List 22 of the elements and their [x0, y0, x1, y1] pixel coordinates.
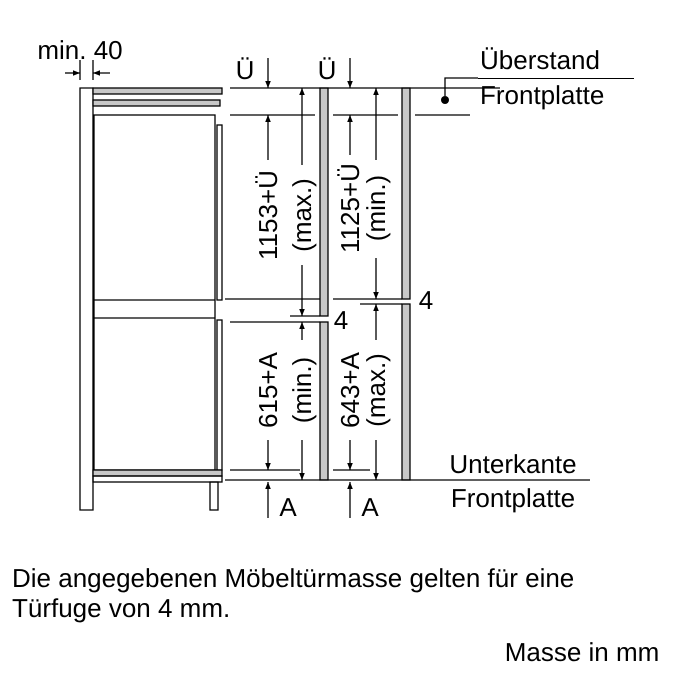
dimension-text: (min.): [362, 174, 390, 242]
dimension-text: 1153+Ü: [254, 170, 282, 260]
label-text: min. 40: [37, 36, 123, 64]
dimension-text: (max.): [288, 178, 316, 252]
label-text: A: [361, 493, 379, 521]
callout-text: Frontplatte: [479, 79, 606, 111]
label-text: A: [279, 493, 297, 521]
label-text: 4: [418, 286, 434, 314]
dimension-text: 1125+Ü: [336, 163, 364, 253]
dimension-text: 643+A: [336, 352, 364, 428]
label-text: Ü: [318, 56, 336, 84]
label-text: Unterkante: [449, 450, 577, 478]
callout-text: Überstand: [478, 44, 634, 79]
dimension-text: (max.): [362, 353, 390, 427]
label-text: Frontplatte: [450, 484, 576, 512]
leader-line: [444, 77, 478, 96]
label-text: Masse in mm: [504, 638, 660, 666]
dimension-text: (min.): [288, 356, 316, 424]
label-text: 4: [334, 306, 348, 334]
note-text: Die angegebenen Möbeltürmasse gelten für eine Türfuge von 4 mm.: [12, 563, 576, 623]
dimension-text: 615+A: [254, 352, 282, 428]
label-text: Ü: [236, 56, 254, 84]
